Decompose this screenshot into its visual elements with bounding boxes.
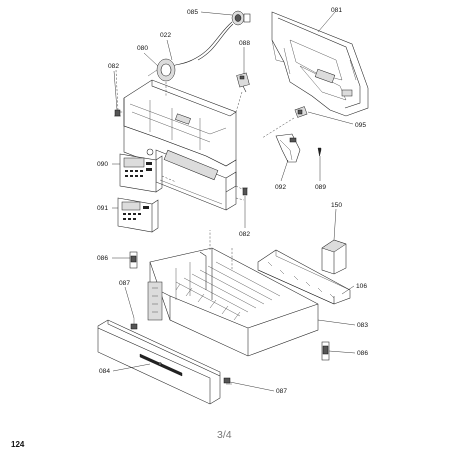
connector-part-095: [261, 106, 308, 139]
label-088: 088: [239, 40, 250, 47]
connector-part-088: [236, 72, 250, 93]
label-081: 081: [331, 7, 342, 14]
screw-part-089: [317, 147, 322, 157]
bracket-part-092: [275, 133, 301, 163]
label-090: 090: [97, 161, 108, 168]
page-fraction: 3/4: [217, 429, 232, 441]
room-unit-part-091: [117, 197, 159, 233]
rear-frame-part-081: [271, 11, 369, 117]
label-086-right: 086: [357, 350, 368, 357]
knob-part-085: [231, 10, 251, 26]
label-106: 106: [356, 283, 367, 290]
front-cover-part-084: [97, 319, 221, 405]
label-084: 084: [99, 368, 110, 375]
label-022: 022: [160, 32, 171, 39]
label-085: 085: [187, 9, 198, 16]
drawer-base-part-083: [147, 230, 319, 357]
label-095: 095: [355, 122, 366, 129]
part-labels: 085 081 022 080 088 082 095 090 092 089 …: [97, 7, 368, 395]
label-080: 080: [137, 45, 148, 52]
rail-part-106: [257, 249, 351, 305]
screw-part-082-upper: [114, 109, 121, 117]
leader-lines: [112, 11, 356, 392]
label-150: 150: [331, 202, 342, 209]
label-083: 083: [357, 322, 368, 329]
label-089: 089: [315, 184, 326, 191]
page-number: 124: [11, 440, 25, 449]
display-module-part-090: [119, 153, 177, 193]
box-part-150: [321, 239, 347, 275]
latch-part-086-right: [321, 341, 330, 361]
label-087-lower: 087: [276, 388, 287, 395]
label-091: 091: [97, 205, 108, 212]
screw-part-082-lower: [242, 187, 248, 196]
control-cabinet: [123, 125, 245, 211]
label-086-left: 086: [97, 255, 108, 262]
label-082-upper: 082: [108, 63, 119, 70]
speaker-part-080: [147, 58, 176, 82]
label-082-lower: 082: [239, 231, 250, 238]
label-092: 092: [275, 184, 286, 191]
clip-part-087-lower: [223, 377, 232, 385]
label-087-upper: 087: [119, 280, 130, 287]
clip-part-087-upper: [130, 318, 138, 330]
cable-part-022: [171, 21, 234, 67]
latch-part-086-left: [129, 251, 138, 269]
